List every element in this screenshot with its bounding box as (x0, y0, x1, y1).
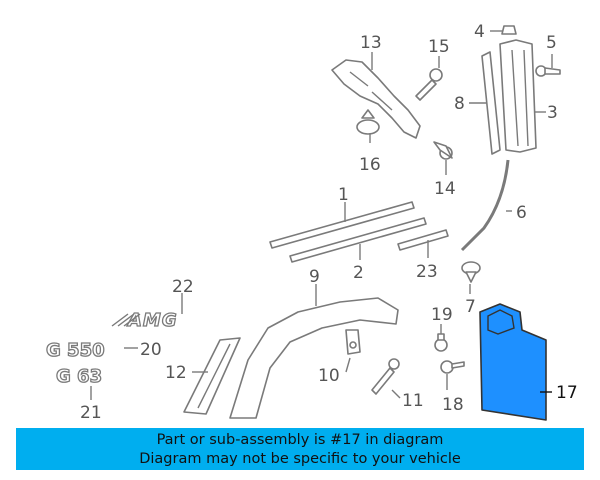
callout-1[interactable]: 1 (338, 185, 349, 205)
part-4-cap[interactable] (501, 25, 517, 35)
part-3-rail[interactable] (499, 39, 537, 153)
part-1-molding[interactable] (269, 201, 415, 249)
callout-11[interactable]: 11 (402, 391, 424, 411)
leader-lines (90, 30, 553, 400)
banner-line-2: Diagram may not be specific to your vehi… (139, 451, 461, 467)
callout-8[interactable]: 8 (454, 94, 465, 114)
badge-amg[interactable]: AMG (111, 309, 178, 332)
callout-21[interactable]: 21 (80, 403, 102, 423)
callout-17[interactable]: 17 (556, 383, 578, 403)
part-14-clip[interactable] (433, 141, 453, 160)
part-2-molding[interactable] (289, 217, 427, 263)
badge-g550[interactable]: G 550 (45, 339, 105, 361)
part-9-flare[interactable] (229, 297, 399, 419)
badge-g63[interactable]: G 63 (55, 365, 102, 387)
callout-15[interactable]: 15 (428, 37, 450, 57)
callout-labels: 13 15 16 14 4 5 8 3 6 1 2 23 7 9 22 20 2… (80, 22, 578, 423)
info-banner: Part or sub-assembly is #17 in diagram D… (16, 428, 584, 470)
part-6-hose[interactable] (460, 159, 510, 252)
callout-2[interactable]: 2 (353, 263, 364, 283)
part-23-molding[interactable] (397, 229, 449, 251)
callout-9[interactable]: 9 (309, 267, 320, 287)
part-11-pin[interactable] (371, 358, 400, 395)
callout-16[interactable]: 16 (359, 155, 381, 175)
callout-10[interactable]: 10 (318, 366, 340, 386)
part-17-mud-flap[interactable] (479, 303, 552, 421)
banner-line-1: Part or sub-assembly is #17 in diagram (156, 432, 444, 448)
part-13-bracket[interactable] (331, 59, 421, 139)
part-8-strip[interactable] (481, 51, 501, 155)
parts-diagram: AMG G 550 G 63 13 15 16 14 4 5 8 (45, 22, 578, 423)
badge-amg-text: AMG (126, 310, 178, 331)
callout-14[interactable]: 14 (434, 179, 456, 199)
callout-5[interactable]: 5 (546, 33, 557, 53)
part-7-retainer[interactable] (461, 261, 481, 283)
callout-7[interactable]: 7 (465, 297, 476, 317)
part-18-screw[interactable] (440, 360, 465, 374)
part-19-screw[interactable] (434, 333, 448, 352)
callout-4[interactable]: 4 (474, 22, 485, 42)
callout-19[interactable]: 19 (431, 305, 453, 325)
callout-23[interactable]: 23 (416, 262, 438, 282)
part-10-bracket[interactable] (345, 329, 361, 355)
callout-3[interactable]: 3 (547, 103, 558, 123)
callout-6[interactable]: 6 (516, 203, 527, 223)
part-12-strip[interactable] (183, 337, 241, 415)
part-5-screw[interactable] (535, 65, 561, 77)
callout-18[interactable]: 18 (442, 395, 464, 415)
callout-22[interactable]: 22 (172, 277, 194, 297)
callout-20[interactable]: 20 (140, 340, 162, 360)
callout-13[interactable]: 13 (360, 33, 382, 53)
part-16-clip[interactable] (356, 109, 380, 135)
callout-12[interactable]: 12 (165, 363, 187, 383)
part-15-bolt[interactable] (415, 68, 443, 101)
